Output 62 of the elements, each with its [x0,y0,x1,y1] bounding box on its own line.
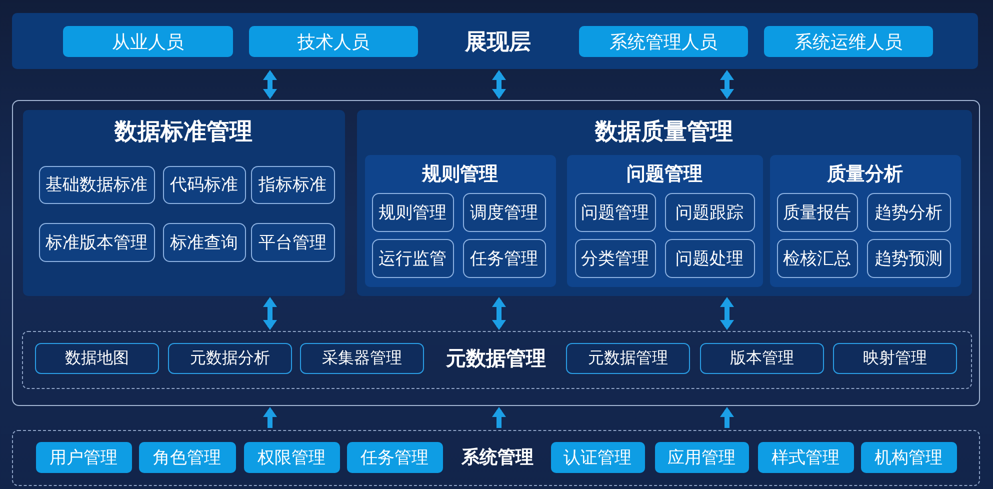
group-title: 问题管理 [626,162,704,186]
feature-tile: 标准查询 [162,222,246,262]
group-title: 规则管理 [420,162,499,186]
arrow [492,407,506,428]
feature-tile: 问题处理 [664,238,754,278]
function-tile: 样式管理 [758,442,854,472]
feature-tile: 问题管理 [574,192,656,232]
double-arrow [263,70,277,99]
feature-tile: 规则管理 [372,192,454,232]
function-tile: 应用管理 [654,442,748,472]
module-tile: 元数据管理 [566,343,690,374]
double-arrow [720,70,734,99]
double-arrow [492,70,506,99]
submodule-panel [364,154,556,286]
role-tile: 系统运维人员 [764,26,933,57]
feature-tile: 代码标准 [162,166,246,204]
feature-tile: 趋势预测 [866,238,950,278]
feature-tile: 趋势分析 [866,192,950,232]
arrow [720,407,734,428]
arrow [263,407,277,428]
feature-tile: 基础数据标准 [38,166,154,204]
module-tile: 数据地图 [35,343,159,374]
panel-title: 数据质量管理 [594,118,734,147]
submodule-panel [566,154,762,286]
feature-tile: 平台管理 [250,222,334,262]
feature-tile: 调度管理 [462,192,546,232]
band-title: 系统管理 [460,446,534,470]
feature-tile: 运行监管 [372,238,454,278]
role-tile: 系统管理人员 [579,26,748,57]
group-title: 质量分析 [826,162,904,186]
double-arrow [263,297,277,330]
module-tile: 版本管理 [700,343,824,374]
function-tile: 认证管理 [550,442,644,472]
function-tile: 机构管理 [860,442,956,472]
feature-tile: 问题跟踪 [664,192,754,232]
role-tile: 技术人员 [249,26,418,57]
function-tile: 角色管理 [138,442,236,472]
feature-tile: 检核汇总 [776,238,858,278]
double-arrow [492,297,506,330]
submodule-panel [770,154,960,286]
function-tile: 权限管理 [244,442,340,472]
module-panel [356,110,972,296]
dashed-band [22,330,972,388]
module-tile: 采集器管理 [300,343,424,374]
layer-band [12,13,978,69]
function-tile: 用户管理 [36,442,132,472]
feature-tile: 分类管理 [574,238,656,278]
feature-tile: 质量报告 [776,192,858,232]
role-tile: 从业人员 [63,26,233,57]
layer-title: 展现层 [464,29,532,57]
module-panel [22,110,344,296]
platform-frame [12,100,980,406]
band-title: 元数据管理 [445,344,547,372]
module-tile: 元数据分析 [168,343,292,374]
feature-tile: 任务管理 [462,238,546,278]
double-arrow [720,297,734,330]
module-tile: 映射管理 [833,343,957,374]
function-tile: 任务管理 [346,442,442,472]
feature-tile: 指标标准 [250,166,334,204]
feature-tile: 标准版本管理 [38,222,154,262]
panel-title: 数据标准管理 [113,118,254,147]
dashed-band [12,430,980,486]
